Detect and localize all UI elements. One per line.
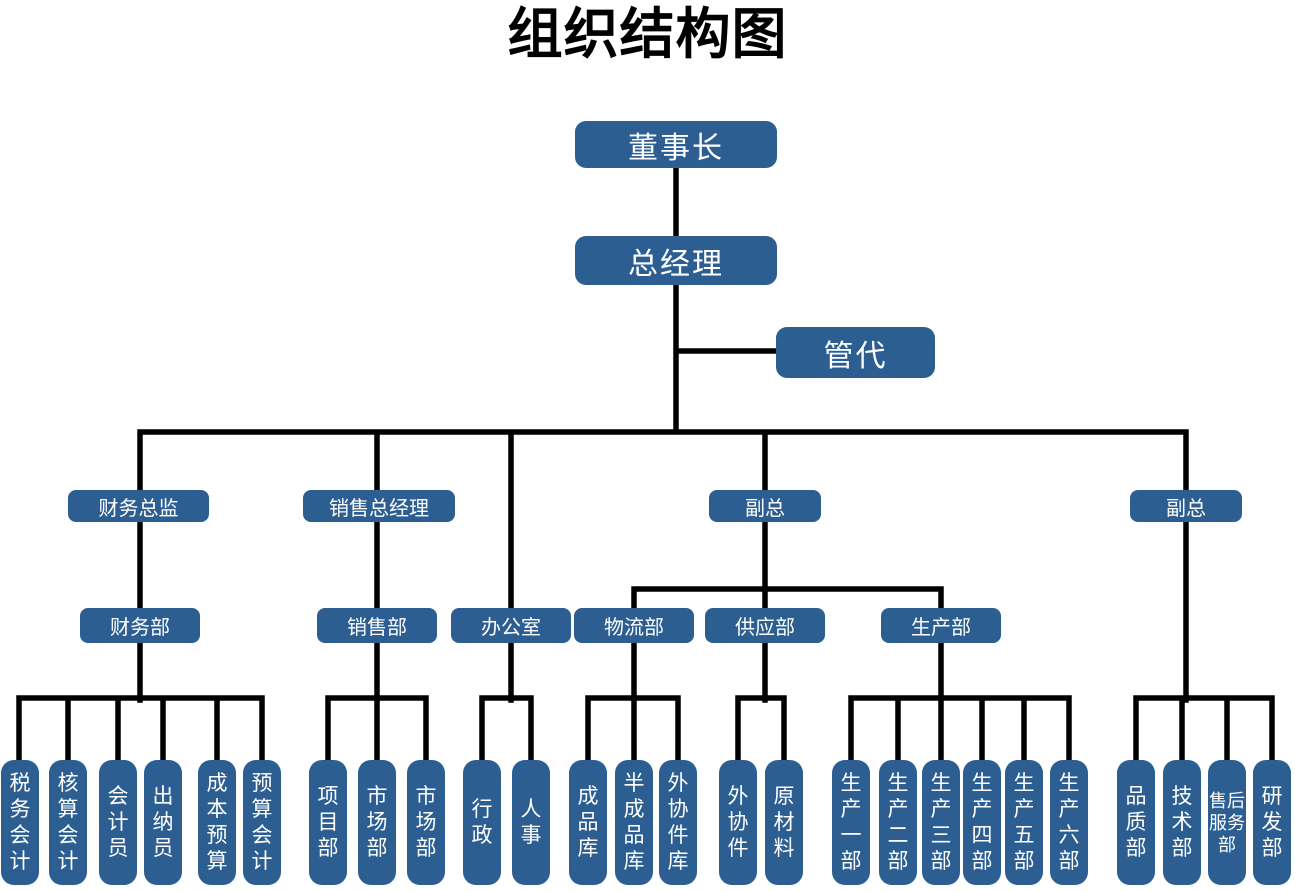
node-sales-dept: 销售部 bbox=[317, 608, 437, 643]
node-finance-director: 财务总监 bbox=[68, 490, 209, 522]
node-finished-goods-store: 成品库 bbox=[569, 760, 607, 885]
node-office: 办公室 bbox=[451, 608, 571, 643]
node-hr: 人事 bbox=[512, 760, 550, 885]
node-budget-accounting: 预算会计 bbox=[243, 760, 281, 885]
node-logistics-dept: 物流部 bbox=[574, 608, 694, 643]
node-production-2: 生产二部 bbox=[879, 760, 917, 885]
node-market-dept-2: 市场部 bbox=[407, 760, 445, 885]
node-cost-budget: 成本预算 bbox=[198, 760, 236, 885]
node-production-1: 生产一部 bbox=[832, 760, 870, 885]
node-production-6: 生产六部 bbox=[1050, 760, 1088, 885]
node-production-dept: 生产部 bbox=[881, 608, 1001, 643]
node-quality-dept: 品质部 bbox=[1117, 760, 1155, 885]
page-title: 组织结构图 bbox=[507, 3, 788, 65]
node-accounting-clerk: 会计员 bbox=[99, 760, 137, 885]
node-general-manager: 总经理 bbox=[575, 236, 777, 285]
node-rnd-dept: 研发部 bbox=[1253, 760, 1291, 885]
node-chairman: 董事长 bbox=[575, 121, 777, 168]
node-cost-accounting: 核算会计 bbox=[49, 760, 87, 885]
node-deputy-gm-right: 副总 bbox=[1130, 490, 1242, 522]
connector-path bbox=[16, 163, 1275, 765]
node-management-rep: 管代 bbox=[776, 327, 935, 378]
node-project-dept: 项目部 bbox=[309, 760, 347, 885]
node-outsourced-parts-store: 外协件库 bbox=[659, 760, 697, 885]
node-tax-accounting: 税务会计 bbox=[1, 760, 39, 885]
node-after-sales-dept: 售后服务部 bbox=[1208, 760, 1246, 885]
node-raw-materials: 原材料 bbox=[765, 760, 803, 885]
node-semi-finished-store: 半成品库 bbox=[615, 760, 653, 885]
node-production-4: 生产四部 bbox=[963, 760, 1001, 885]
node-admin: 行政 bbox=[463, 760, 501, 885]
node-sales-general-manager: 销售总经理 bbox=[303, 490, 455, 522]
node-deputy-gm-left: 副总 bbox=[709, 490, 821, 522]
node-market-dept-1: 市场部 bbox=[358, 760, 396, 885]
node-cashier: 出纳员 bbox=[144, 760, 182, 885]
node-outsourced-parts: 外协件 bbox=[719, 760, 757, 885]
node-supply-dept: 供应部 bbox=[705, 608, 825, 643]
node-production-3: 生产三部 bbox=[922, 760, 960, 885]
node-tech-dept: 技术部 bbox=[1163, 760, 1201, 885]
node-finance-dept: 财务部 bbox=[80, 608, 200, 643]
node-production-5: 生产五部 bbox=[1005, 760, 1043, 885]
